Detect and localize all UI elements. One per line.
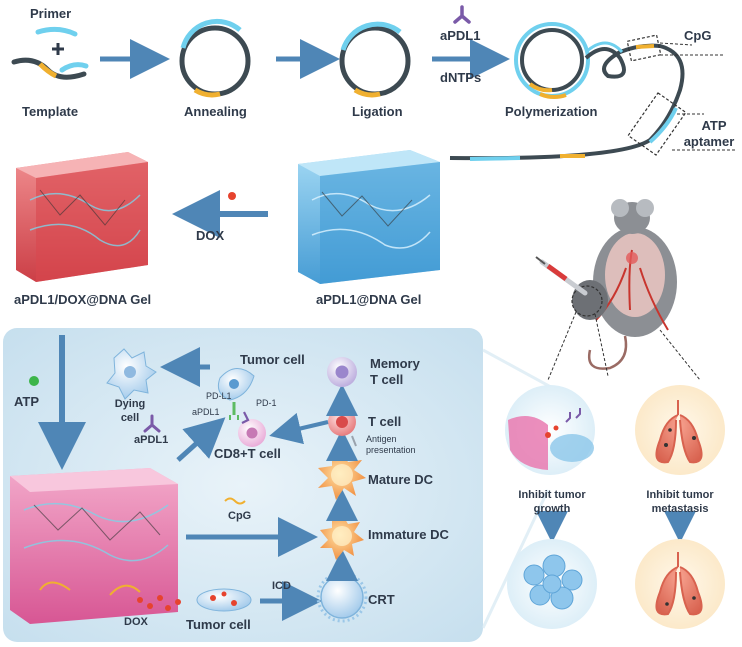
mouse-illustration xyxy=(571,199,677,370)
tumor-site-zoom-circle xyxy=(505,385,595,475)
apdl1-bound-label: aPDL1 xyxy=(192,407,220,417)
apdl1-antibody-icon xyxy=(453,5,471,24)
cpg-callout-box xyxy=(626,34,725,62)
callout-line-left xyxy=(547,311,577,381)
crt-cell-icon xyxy=(316,571,368,623)
callout-line-mid xyxy=(594,313,609,377)
template-strand xyxy=(11,57,89,80)
arrow-tcell-to-cd8 xyxy=(269,412,329,445)
annealing-label: Annealing xyxy=(184,104,247,119)
dna-product-strand xyxy=(449,41,685,161)
template-label: Template xyxy=(22,104,79,119)
antigen-presentation-label-line2: presentation xyxy=(366,445,416,455)
ligation-circle xyxy=(339,21,411,98)
dntps-label: dNTPs xyxy=(440,70,482,85)
atp-aptamer-label-line2: aptamer xyxy=(683,134,735,149)
immature-dc-icon xyxy=(320,514,364,560)
pink-gel-block xyxy=(10,468,178,624)
cpg-mechanism-label: CpG xyxy=(228,510,252,522)
apdl1-gel-block xyxy=(298,150,440,284)
healthy-lung-circle xyxy=(635,539,725,629)
dying-cell-label-line2: cell xyxy=(120,412,140,424)
pd-l1-pd-1-binding-icon xyxy=(229,402,250,424)
mature-dc-label: Mature DC xyxy=(368,472,434,487)
tumor-site-callout xyxy=(571,285,603,317)
syringe-icon xyxy=(535,256,588,296)
apdl1-free-antibody-icon xyxy=(143,414,161,433)
atp-molecule-icon xyxy=(29,376,39,386)
dying-cell-label-line1: Dying xyxy=(114,398,146,410)
immature-dc-label: Immature DC xyxy=(368,527,449,542)
apdl1-dox-gel-block xyxy=(16,152,148,282)
apdl1-gel-label: aPDL1@DNA Gel xyxy=(316,292,422,307)
dox-release-dots xyxy=(137,595,181,611)
tumor-cell-bottom-label: Tumor cell xyxy=(186,617,251,632)
cd8-t-cell-label: CD8+T cell xyxy=(214,446,281,461)
primer-strand xyxy=(35,26,78,37)
apdl1-free-label: aPDL1 xyxy=(134,434,169,446)
cpg-label: CpG xyxy=(684,28,712,43)
cd8-t-cell-icon xyxy=(238,419,266,447)
arrow-gel-to-cd8 xyxy=(176,417,226,462)
dox-gel-label: aPDL1/DOX@DNA Gel xyxy=(14,292,152,307)
mature-dc-icon xyxy=(318,452,366,500)
tumor-cell-top-label: Tumor cell xyxy=(240,352,305,367)
lung-zoom-circle xyxy=(635,385,725,475)
crt-label: CRT xyxy=(368,592,395,607)
inhibit-metastasis-label-line2: metastasis xyxy=(651,503,709,515)
atp-aptamer-label-line1: ATP xyxy=(701,118,727,133)
memory-t-cell-label-line1: Memory xyxy=(370,356,420,371)
cpg-strand-icon xyxy=(224,497,246,505)
inhibit-growth-label-line2: growth xyxy=(533,503,571,515)
icd-label: ICD xyxy=(272,580,291,592)
polymerization-label: Polymerization xyxy=(505,104,598,119)
antigen-presentation-label-line1: Antigen xyxy=(366,434,397,444)
memory-t-cell-label-line2: T cell xyxy=(370,372,404,387)
ligation-label: Ligation xyxy=(352,104,403,119)
inhibit-metastasis-label-line1: Inhibit tumor xyxy=(646,489,714,501)
dox-release-label: DOX xyxy=(124,616,148,628)
t-cell-label: T cell xyxy=(368,414,402,429)
dox-loading-label: DOX xyxy=(196,228,225,243)
pd-l1-label: PD-L1 xyxy=(206,391,232,401)
memory-t-cell-icon xyxy=(327,357,357,387)
polymerization-circle xyxy=(514,22,590,99)
plus-sign xyxy=(52,43,64,55)
inhibit-growth-label-line1: Inhibit tumor xyxy=(518,489,586,501)
callout-line-right xyxy=(659,329,701,381)
annealing-circle xyxy=(179,18,251,98)
apdl1-reagent-label: aPDL1 xyxy=(440,28,481,43)
atp-label: ATP xyxy=(14,394,40,409)
dox-molecule-icon xyxy=(228,192,236,200)
tumor-mass-circle xyxy=(507,539,597,629)
primer-label: Primer xyxy=(30,6,72,21)
pd-1-label: PD-1 xyxy=(256,398,277,408)
tumor-cell-bottom-icon xyxy=(196,588,252,612)
dying-cell-icon xyxy=(106,348,157,400)
tumor-cell-top-icon xyxy=(217,368,255,401)
